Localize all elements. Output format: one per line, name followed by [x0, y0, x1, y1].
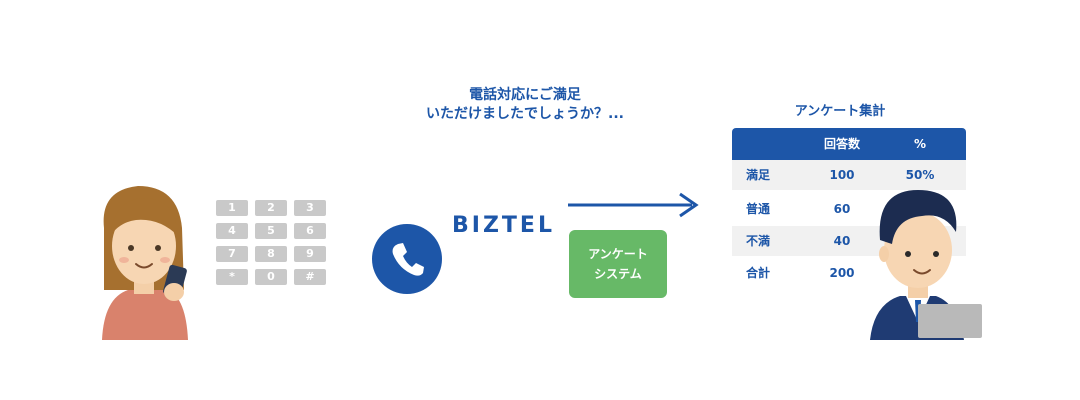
survey-system-line-2: システム — [594, 267, 642, 281]
header-count: 回答数 — [823, 137, 860, 151]
table-row: 普通 60 — [732, 194, 966, 224]
keypad-key: 0 — [255, 269, 287, 285]
keypad-key: 3 — [294, 200, 326, 216]
header-percent: % — [913, 137, 927, 151]
row-label: 不満 — [746, 234, 771, 248]
survey-question-text: 電話対応にご満足 いただけましたでしょうか？... — [400, 86, 650, 124]
operator-man-illustration — [870, 190, 982, 340]
survey-system-line-1: アンケート — [588, 247, 648, 261]
row-label: 合計 — [746, 266, 771, 280]
question-line-2: いただけましたでしょうか？... — [426, 106, 624, 122]
keypad-key: 6 — [294, 223, 326, 239]
caller-woman-illustration — [102, 186, 188, 340]
table-header: 回答数 % — [732, 128, 966, 160]
table-row: 満足 100 50% — [732, 160, 966, 190]
keypad-key: 7 — [216, 246, 248, 262]
phone-call-icon — [372, 224, 442, 294]
biztel-logo: BIZTEL — [452, 213, 555, 238]
aggregation-title: アンケート集計 — [794, 104, 886, 119]
question-line-1: 電話対応にご満足 — [469, 87, 581, 103]
row-label: 満足 — [746, 168, 771, 182]
keypad-key: 1 — [216, 200, 248, 216]
row-count: 200 — [829, 266, 855, 280]
keypad-key: 5 — [255, 223, 287, 239]
row-count: 100 — [829, 168, 855, 182]
row-percent: 50% — [905, 168, 935, 182]
row-count: 60 — [833, 202, 851, 216]
keypad-key: 9 — [294, 246, 326, 262]
table-row: 合計 200 — [732, 258, 966, 288]
keypad-key: 8 — [255, 246, 287, 262]
arrow-right-icon — [568, 192, 699, 218]
keypad-key: 2 — [255, 200, 287, 216]
keypad-key: * — [216, 269, 248, 285]
row-count: 40 — [833, 234, 851, 248]
row-label: 普通 — [746, 202, 771, 216]
keypad-key: 4 — [216, 223, 248, 239]
keypad-key: # — [294, 269, 326, 285]
survey-system-box: アンケート システム — [569, 230, 667, 298]
